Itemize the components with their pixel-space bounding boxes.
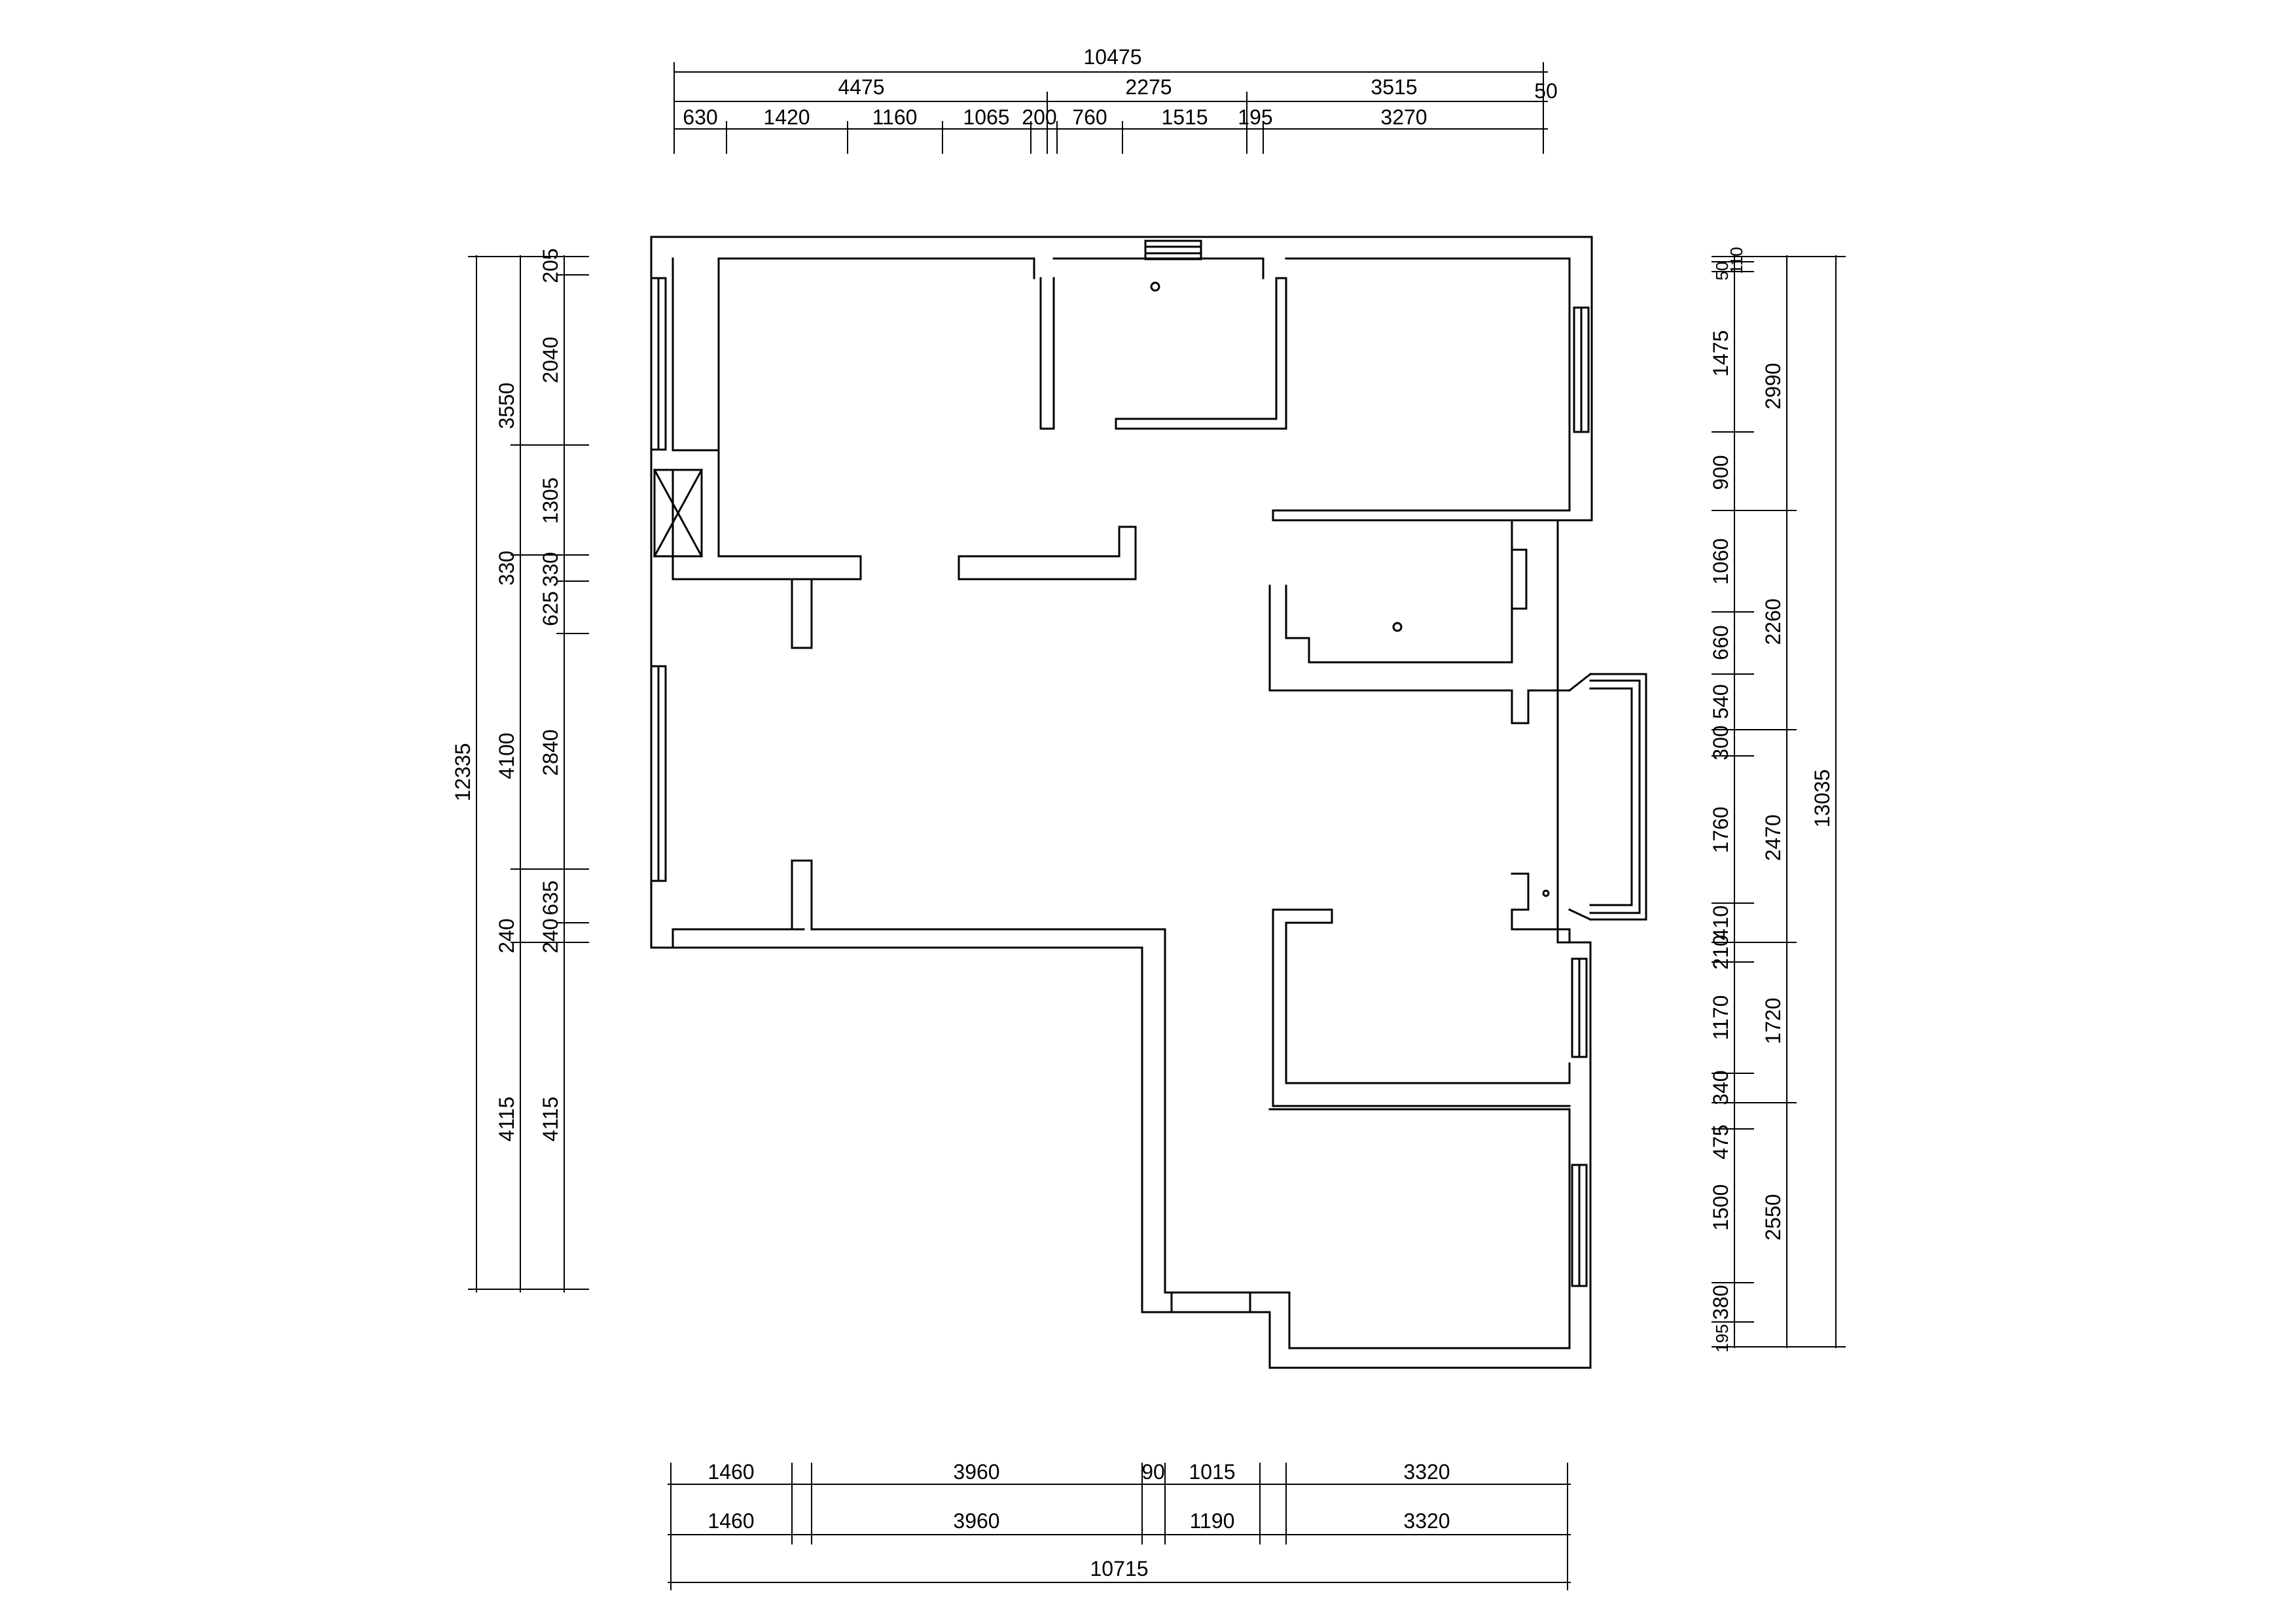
shaft-wall	[672, 257, 862, 580]
left-wall-inner	[672, 257, 862, 931]
dim-top-middle-1: 4475	[838, 75, 884, 99]
dim-left-inner-2: 2040	[539, 336, 562, 383]
bottom-left-wall-inner	[810, 928, 1173, 1294]
dim-left-middle-1: 3550	[495, 382, 518, 429]
dim-right-inner-5: 1060	[1709, 538, 1732, 584]
dim-top-inner-7: 1515	[1161, 105, 1208, 129]
dim-right-inner-3: 1475	[1709, 330, 1732, 376]
dim-top-inner-1: 630	[683, 105, 717, 129]
bath2-window	[1511, 548, 1528, 610]
drain-small	[1542, 889, 1550, 897]
dim-ticks-right	[1712, 256, 1846, 1347]
dim-top-inner-5: 200	[1022, 105, 1056, 129]
dim-right-middle-5: 2550	[1761, 1194, 1785, 1240]
bay-wall-lines	[1568, 672, 1592, 921]
dim-bottom-row1-2: 3960	[953, 1460, 999, 1484]
bedroom3-wall	[1170, 1108, 1571, 1349]
dim-left-middle-5: 4115	[495, 1097, 518, 1142]
stub-wall-2	[791, 859, 813, 931]
dim-bottom-overall: 10715	[1090, 1557, 1149, 1580]
dim-right-middle-2: 2260	[1761, 598, 1785, 645]
shaft-box	[653, 469, 703, 558]
dim-right-inner-17: 195	[1712, 1324, 1732, 1352]
dim-top-overall: 10475	[1084, 45, 1142, 69]
dim-ticks-left	[468, 256, 589, 1290]
dim-right-inner-6: 660	[1709, 625, 1732, 660]
dim-top-inner-8: 195	[1238, 105, 1272, 129]
dim-left-inner-8: 240	[539, 918, 562, 953]
floor-drain-1	[1150, 281, 1160, 292]
dim-left-middle-2: 330	[495, 550, 518, 585]
exterior-wall-inner	[672, 257, 1571, 512]
dim-right-middle-1: 2990	[1761, 363, 1785, 409]
corridor-wall	[1272, 509, 1559, 522]
bay-stub	[1511, 872, 1571, 944]
dim-right-inner-14: 475	[1709, 1124, 1732, 1159]
dim-left-middle-3: 4100	[495, 732, 518, 779]
dim-right-inner-11: 210	[1709, 935, 1732, 969]
dim-left-inner-4: 330	[539, 552, 562, 586]
dim-top-inner-2: 1420	[763, 105, 810, 129]
dim-right-inner-16: 380	[1709, 1285, 1732, 1319]
dim-right-inner-13: 340	[1709, 1070, 1732, 1105]
dim-top-inner-4: 1065	[963, 105, 1009, 129]
dim-right-inner-7: 540	[1709, 684, 1732, 719]
dim-left-inner-9: 4115	[539, 1097, 562, 1142]
dim-bottom-row1-3: 90	[1141, 1460, 1165, 1484]
dim-left-overall: 12335	[451, 743, 475, 802]
top-vent	[1144, 240, 1202, 260]
dim-left-inner-7: 635	[539, 880, 562, 915]
dim-bottom-row2-3: 1190	[1190, 1509, 1235, 1533]
dim-right-inner-2: 110	[1727, 247, 1746, 274]
dim-ticks-top	[673, 62, 1544, 154]
dim-left-inner-1: 205	[539, 248, 562, 283]
dim-top-middle-4: 50	[1534, 79, 1558, 103]
dim-left-inner-3: 1305	[539, 477, 562, 524]
bay-window-mid	[1589, 679, 1641, 914]
dim-bottom-row2-1: 1460	[708, 1509, 754, 1533]
dim-left-middle-4: 240	[495, 918, 518, 953]
dim-top-middle-2: 2275	[1125, 75, 1172, 99]
bedroom2-outer	[1272, 908, 1571, 1107]
dim-bottom-row2-2: 3960	[953, 1509, 999, 1533]
dim-right-middle-4: 1720	[1761, 997, 1785, 1044]
dim-bottom-row1-4: 1015	[1189, 1460, 1235, 1484]
dim-right-inner-15: 1500	[1709, 1184, 1732, 1230]
bath-wall-bottom	[1115, 277, 1287, 430]
dim-top-inner-3: 1160	[872, 105, 918, 129]
kitchen-partition	[958, 526, 1137, 580]
bath-wall-left	[1039, 277, 1055, 430]
dim-top-middle-3: 3515	[1371, 75, 1417, 99]
dim-right-inner-12: 1170	[1709, 995, 1732, 1041]
dim-left-inner-6: 2840	[539, 729, 562, 776]
shaft-cross-2	[653, 468, 704, 558]
exterior-wall-outer	[650, 236, 1593, 1369]
dim-right-middle-3: 2470	[1761, 814, 1785, 861]
dim-right-inner-10: 410	[1709, 905, 1732, 940]
dim-right-inner-4: 900	[1709, 455, 1732, 490]
dim-ticks-bottom	[670, 1463, 1568, 1590]
dim-left-inner-5: 625	[539, 591, 562, 626]
bedroom2-wall	[1272, 908, 1571, 1084]
dim-right-inner-1: 50	[1712, 262, 1732, 281]
dim-bottom-row1-5: 3320	[1403, 1460, 1450, 1484]
floor-drain-2	[1392, 622, 1403, 632]
dim-bottom-row1-1: 1460	[708, 1460, 754, 1484]
dim-top-inner-9: 3270	[1380, 105, 1427, 129]
dim-right-overall: 13035	[1810, 770, 1834, 828]
bath2-wall	[1268, 584, 1571, 724]
stub-wall-1	[791, 578, 813, 649]
dim-top-inner-6: 760	[1072, 105, 1107, 129]
dim-right-inner-9: 1760	[1709, 806, 1732, 853]
bay-window-outer	[1589, 673, 1647, 921]
dim-right-inner-8: 300	[1709, 725, 1732, 760]
dim-bottom-row2-4: 3320	[1403, 1509, 1450, 1533]
bath2-inner	[1285, 519, 1513, 664]
bay-window-inner	[1589, 687, 1633, 906]
